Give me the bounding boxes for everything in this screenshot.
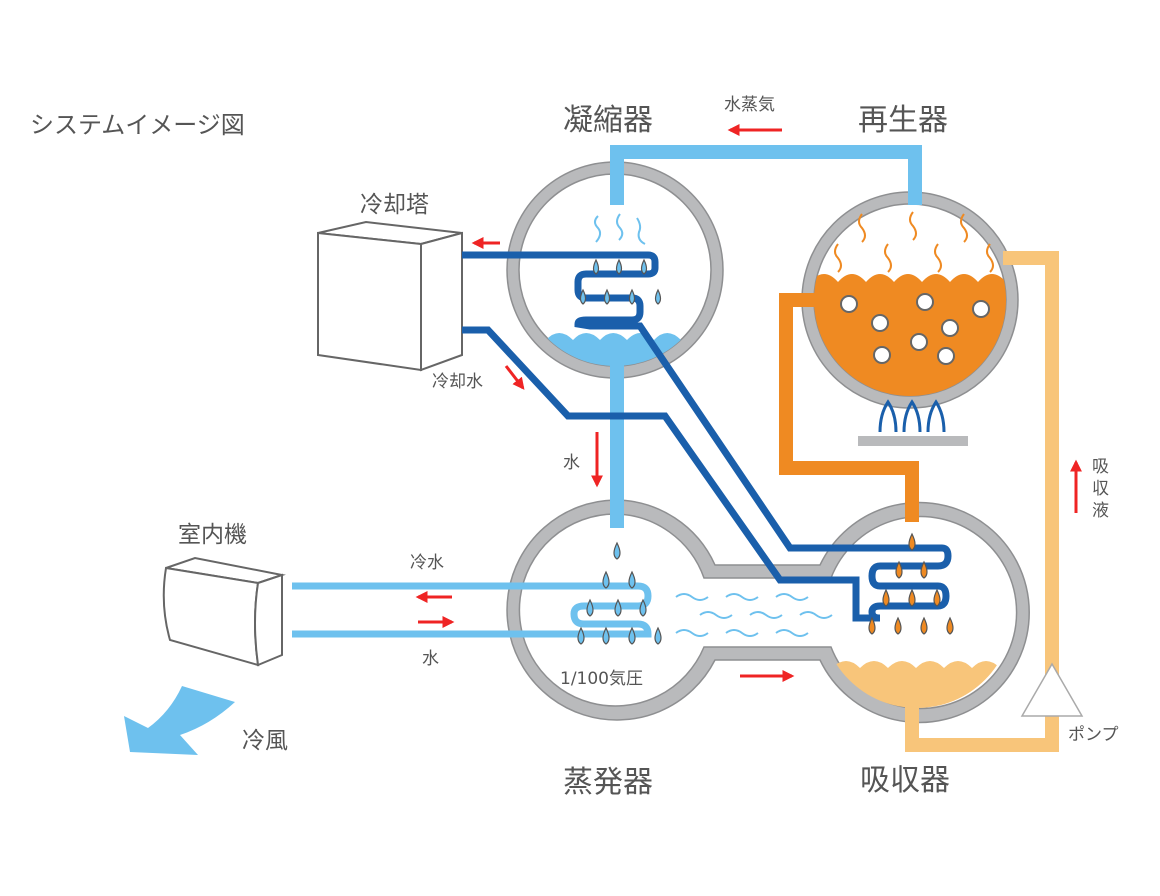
dilute-solution-pipe [905, 251, 1059, 752]
indoor-unit [162, 556, 286, 667]
condenser-label: 凝縮器 [563, 103, 653, 138]
flow-arrows [415, 124, 1082, 682]
cooling-water-pipe-in [462, 326, 856, 584]
cooling-water-label: 冷却水 [432, 372, 483, 392]
burner-flame-icon [878, 399, 946, 433]
absorbent-label-char-2: 収 [1092, 479, 1109, 499]
chilled-water-label: 冷水 [410, 553, 444, 573]
evaporator-label: 蒸発器 [563, 765, 653, 800]
vapor-squiggles-orange [834, 211, 994, 273]
absorber-droplets [868, 532, 954, 635]
absorber-label: 吸収器 [860, 763, 950, 798]
pressure-label: 1/100気圧 [560, 669, 643, 689]
water-vapor-label: 水蒸気 [724, 95, 775, 115]
absorbent-label-char-3: 液 [1092, 501, 1109, 521]
bubbles [840, 293, 990, 365]
vapor-waves [675, 593, 833, 637]
absorbent-label-char-1: 吸 [1092, 457, 1109, 477]
burner-plate [858, 436, 968, 446]
concentrated-solution-pipe [779, 293, 919, 522]
condenser-droplets [579, 258, 662, 305]
return-water-label: 水 [422, 649, 439, 669]
cooling-water-in-arrow-icon [504, 365, 525, 390]
chilled-water-pipe [292, 582, 652, 638]
pump-icon [1020, 662, 1084, 717]
condenser-vapor-squiggles [594, 213, 646, 245]
cold-air-label: 冷風 [242, 728, 288, 754]
regenerator-label: 再生器 [858, 103, 948, 138]
water-down-label: 水 [563, 453, 580, 473]
condenser-water [519, 333, 711, 366]
cooling-water-coil-absorber [826, 555, 952, 622]
pump-label: ポンプ [1068, 725, 1119, 745]
evaporator-droplets [577, 541, 662, 645]
cold-air-arrow-icon [124, 686, 235, 755]
cooling-tower-label: 冷却塔 [360, 192, 429, 218]
indoor-unit-label: 室内機 [178, 522, 247, 548]
water-vapor-pipe [610, 145, 922, 205]
diagram-title: システムイメージ図 [30, 111, 245, 139]
cooling-tower [317, 220, 463, 372]
